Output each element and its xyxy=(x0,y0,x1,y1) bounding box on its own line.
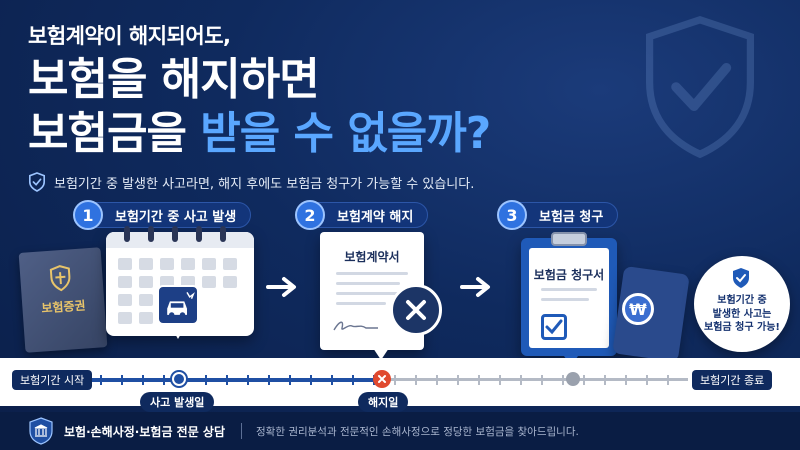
calendar-cell xyxy=(202,276,216,288)
timeline-end-label: 보험기간 종료 xyxy=(692,370,773,390)
claim-possible-note: 보험기간 중 발생한 사고는 보험금 청구 가능! xyxy=(694,256,790,352)
timeline-tick xyxy=(667,375,669,385)
timeline-tick xyxy=(100,375,102,385)
note-text: 보험기간 중 발생한 사고는 보험금 청구 가능! xyxy=(694,294,790,335)
step-1: 1 보험기간 중 사고 발생 xyxy=(73,200,252,230)
insurance-policy-booklet: 보험증권 xyxy=(18,247,108,353)
accident-pointer xyxy=(170,325,186,339)
termination-pointer xyxy=(373,348,389,360)
shield-icon xyxy=(49,265,71,292)
timeline-tick xyxy=(583,375,585,385)
note-line-1: 보험기간 중 xyxy=(717,295,767,306)
booklet-label: 보험증권 xyxy=(40,298,87,316)
accident-marker xyxy=(172,372,186,386)
timeline-inactive-segment xyxy=(382,378,688,381)
calendar-cell xyxy=(118,294,132,306)
calendar-cell xyxy=(118,276,132,288)
contract-title: 보험계약서 xyxy=(344,250,400,264)
signature-icon xyxy=(333,321,378,331)
calendar-cell xyxy=(139,312,153,324)
timeline-tick xyxy=(205,375,207,385)
timeline-tick xyxy=(478,375,480,385)
arrow-right-icon xyxy=(460,277,490,297)
timeline-tick xyxy=(289,375,291,385)
won-coin-icon: ₩ xyxy=(622,293,654,325)
step-2-number: 2 xyxy=(295,200,325,230)
calendar-cell xyxy=(139,294,153,306)
calendar-cell xyxy=(139,258,153,270)
header-subtitle: 보험계약이 해지되어도, xyxy=(28,24,231,48)
timeline-tick xyxy=(457,375,459,385)
calendar-cell xyxy=(223,276,237,288)
timeline-tick xyxy=(163,375,165,385)
timeline-tick xyxy=(520,375,522,385)
bank-icon xyxy=(29,417,53,445)
description-row: 보험기간 중 발생한 사고라면, 해지 후에도 보험금 청구가 가능할 수 있습… xyxy=(28,172,474,192)
timeline-tick xyxy=(121,375,123,385)
calendar-cell xyxy=(160,258,174,270)
timeline-tick xyxy=(142,375,144,385)
footer-divider xyxy=(241,423,242,439)
step-3-label: 보험금 청구 xyxy=(539,209,604,225)
timeline-tick xyxy=(625,375,627,385)
timeline-tick xyxy=(331,375,333,385)
shield-check-icon xyxy=(733,268,749,288)
step-2: 2 보험계약 해지 xyxy=(295,200,429,230)
headline-line-2: 보험금을 받을 수 없을까? xyxy=(28,112,491,156)
timeline-active-segment xyxy=(92,378,382,382)
background-shield-icon xyxy=(646,16,754,159)
step-list: 1 보험기간 중 사고 발생 2 보험계약 해지 3 보험금 청구 xyxy=(0,200,800,230)
step-2-label: 보험계약 해지 xyxy=(337,209,414,225)
headline-accent: 받을 수 없을까? xyxy=(200,108,491,159)
timeline-tick xyxy=(541,375,543,385)
timeline-tick xyxy=(436,375,438,385)
timeline-tick xyxy=(562,375,564,385)
calendar-cell xyxy=(202,258,216,270)
headline-line-1: 보험을 해지하면 xyxy=(28,54,320,105)
timeline-tick xyxy=(394,375,396,385)
calendar-cell xyxy=(118,312,132,324)
note-line-3: 보험금 청구 가능! xyxy=(704,322,780,333)
footer: 보험·손해사정·보험금 전문 상담 정확한 권리분석과 전문적인 손해사정으로 … xyxy=(0,412,800,450)
shield-check-icon xyxy=(28,172,46,192)
footer-description: 정확한 권리분석과 전문적인 손해사정으로 정당한 보험금을 찾아드립니다. xyxy=(256,425,579,438)
calendar-cell xyxy=(118,258,132,270)
timeline-tick xyxy=(247,375,249,385)
footer-title: 보험·손해사정·보험금 전문 상담 xyxy=(64,424,225,439)
headline-line-2-text: 보험금을 xyxy=(28,108,201,159)
step-3-number: 3 xyxy=(497,200,527,230)
claim-marker xyxy=(566,372,580,386)
timeline-tick xyxy=(352,375,354,385)
timeline-tick xyxy=(268,375,270,385)
timeline-tick xyxy=(499,375,501,385)
close-icon xyxy=(390,284,442,336)
timeline-tick xyxy=(604,375,606,385)
termination-date-label: 해지일 xyxy=(358,392,409,412)
step-1-label: 보험기간 중 사고 발생 xyxy=(115,209,237,225)
calendar-cell xyxy=(181,258,195,270)
step-3: 3 보험금 청구 xyxy=(497,200,619,230)
description-text: 보험기간 중 발생한 사고라면, 해지 후에도 보험금 청구가 가능할 수 있습… xyxy=(54,176,475,192)
step-1-number: 1 xyxy=(73,200,103,230)
arrow-right-icon xyxy=(266,277,296,297)
timeline-tick xyxy=(646,375,648,385)
calendar-cell xyxy=(223,258,237,270)
timeline-start-label: 보험기간 시작 xyxy=(12,370,93,390)
timeline-tick xyxy=(226,375,228,385)
timeline-tick xyxy=(310,375,312,385)
accident-date-label: 사고 발생일 xyxy=(140,392,215,412)
car-accident-icon xyxy=(157,285,199,325)
termination-marker-icon xyxy=(373,370,391,388)
claim-title: 보험금 청구서 xyxy=(533,268,605,282)
checkbox-icon xyxy=(541,314,567,340)
timeline-tick xyxy=(415,375,417,385)
calendar-cell xyxy=(139,276,153,288)
note-line-2: 발생한 사고는 xyxy=(712,308,772,320)
clipboard-icon: 보험금 청구서 xyxy=(521,232,617,356)
